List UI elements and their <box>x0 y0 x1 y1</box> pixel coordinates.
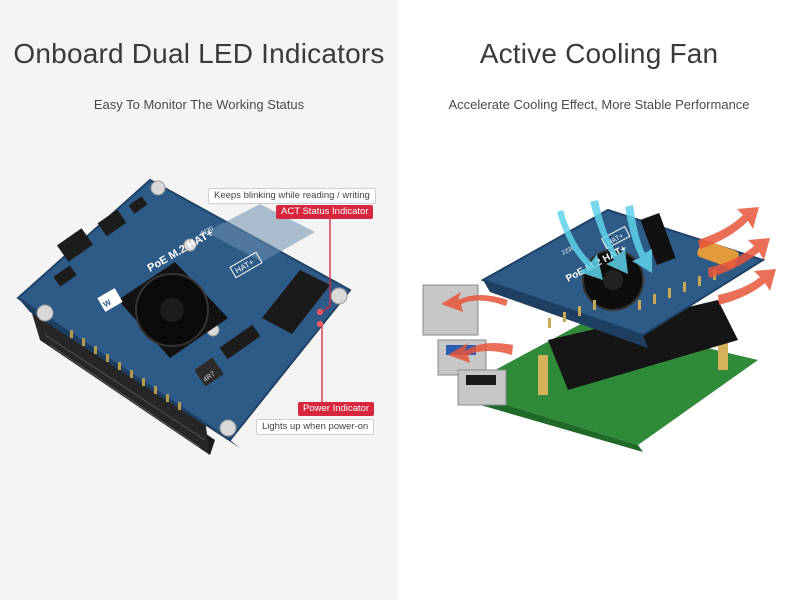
raspberry-pi-assembly-illustration: PoE M.2 HAT+ HAT+ 2230 <box>422 200 776 452</box>
left-subtitle: Easy To Monitor The Working Status <box>93 97 305 112</box>
brand-logo <box>97 288 123 312</box>
power-note: Lights up when power-on <box>256 419 375 435</box>
cooling-fan <box>118 262 228 358</box>
poe-hat-illustration: 4R7 PoE M.2 HAT+ HAT+ 2230 W <box>16 178 352 455</box>
right-panel: Active Cooling Fan Accelerate Cooling Ef… <box>398 0 800 600</box>
right-subtitle: Accelerate Cooling Effect, More Stable P… <box>448 97 750 112</box>
cool-airflow-arrows <box>557 200 652 280</box>
power-led <box>317 321 323 327</box>
act-label: ACT Status Indicator <box>276 205 374 219</box>
m2-slot-right <box>640 213 676 265</box>
right-title: Active Cooling Fan <box>479 38 719 69</box>
svg-text:W: W <box>102 297 113 309</box>
slot-marking-right: 2230 <box>561 245 576 257</box>
ethernet-port <box>422 284 479 336</box>
hot-airflow-arrows <box>441 207 776 363</box>
act-note: Keeps blinking while reading / writing <box>208 188 376 204</box>
left-panel: Onboard Dual LED Indicators Easy To Moni… <box>0 0 398 600</box>
power-label: Power Indicator <box>298 402 375 416</box>
m2-slot <box>262 270 330 334</box>
act-callout-line <box>321 210 331 313</box>
act-led <box>317 309 323 315</box>
fpc-ribbon <box>697 239 739 269</box>
left-title: Onboard Dual LED Indicators <box>13 38 385 69</box>
